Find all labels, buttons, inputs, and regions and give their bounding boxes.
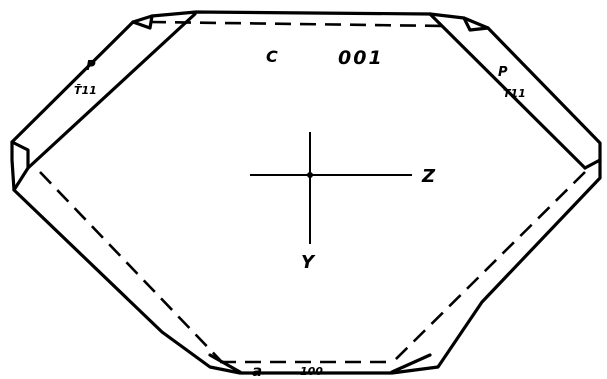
right-p-face-inner-edge: [428, 12, 587, 170]
face-a-letter: a: [252, 362, 262, 379]
face-p-right-index: T11: [503, 87, 526, 100]
right-p-face-top-edge: [462, 16, 490, 32]
right-p-face-bottom-edge: [583, 158, 602, 170]
face-p-left-index: T̄11: [74, 84, 97, 97]
hidden-left-lower-edge: [39, 171, 221, 361]
face-p-left-letter: P: [86, 59, 96, 74]
face-c-index: 001: [338, 47, 384, 69]
left-p-face-top-edge: [131, 14, 154, 30]
left-p-face-bottom-edge: [10, 140, 30, 192]
face-p-right-letter: P: [498, 65, 508, 80]
hidden-top-edge: [149, 20, 446, 28]
crystal-outline: [10, 10, 602, 375]
axis-origin-dot: [307, 172, 313, 178]
axis-y-label: Y: [301, 252, 316, 273]
face-a-index: 100: [300, 365, 323, 378]
hidden-right-lower-edge: [394, 171, 586, 361]
face-c-letter: C: [266, 47, 278, 66]
bottom-a-face-edge: [208, 353, 242, 374]
bottom-a-face-edge-right: [390, 353, 432, 374]
axis-z-label: Z: [421, 166, 436, 187]
left-p-face-inner-edge: [26, 12, 197, 170]
